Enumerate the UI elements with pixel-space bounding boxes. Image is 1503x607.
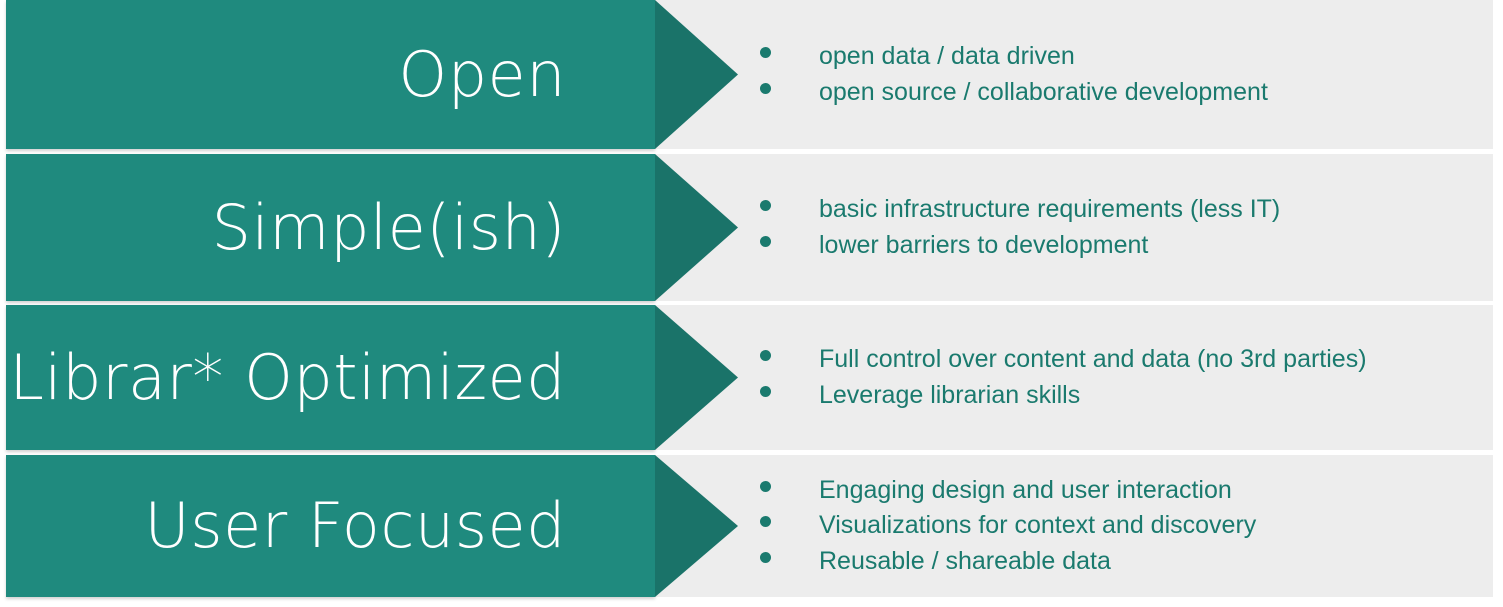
bullet-dot-icon [760, 350, 771, 361]
bullet-text: open data / data driven [819, 42, 1075, 70]
arrow-shape: User Focused [6, 455, 738, 597]
arrow-body [6, 455, 655, 597]
bullet-text: Leverage librarian skills [819, 380, 1081, 409]
bullet-dot-icon [760, 480, 771, 492]
arrow-body [6, 0, 655, 149]
chevron-row: Simple(ish) basic infrastructure requirem… [0, 154, 1503, 301]
bullet-text: lower barriers to development [819, 230, 1149, 259]
arrow-shape: Simple(ish) [6, 154, 738, 301]
bullet-item: open data / data driven [760, 39, 1075, 75]
bullet-item: Visualizations for context and discovery [760, 508, 1256, 544]
bullet-dot-icon [760, 551, 771, 563]
bullet-panel [655, 305, 1493, 450]
bullet-panel [655, 455, 1493, 597]
bullet-item: Engaging design and user interaction [760, 473, 1232, 509]
arrow-label: Open [398, 37, 566, 111]
chevron-row: Open open data / data driven open source /… [0, 0, 1503, 149]
bullet-item: Leverage librarian skills [760, 378, 1080, 414]
arrow-body [6, 305, 655, 450]
bullet-text: Engaging design and user interaction [819, 475, 1232, 504]
bullet-item: open source / collaborative development [760, 75, 1268, 111]
arrow-shape: Open [6, 0, 738, 149]
bullet-dot-icon [760, 200, 771, 211]
bullet-list: open data / data driven open source / col… [760, 0, 1493, 149]
bullet-text: Reusable / shareable data [819, 546, 1111, 575]
bullet-panel [655, 0, 1493, 149]
arrow-body [6, 154, 655, 301]
arrow-label: Librar* Optimized [9, 340, 566, 414]
arrow-head-triangle-icon [655, 305, 738, 450]
arrow-head-triangle-icon [655, 455, 738, 597]
bullet-text: open source / collaborative development [819, 77, 1268, 106]
bullet-item: Full control over content and data (no 3… [760, 342, 1367, 378]
bullet-dot-icon [760, 235, 771, 247]
bullet-dot-icon [760, 82, 771, 94]
bullet-list: Full control over content and data (no 3… [760, 305, 1493, 450]
bullet-item: lower barriers to development [760, 228, 1148, 264]
bullet-dot-icon [760, 516, 771, 528]
chevron-row: User Focused Engaging design and user int… [0, 455, 1503, 597]
bullet-text: basic infrastructure requirements (less … [819, 195, 1281, 223]
bullet-dot-icon [760, 385, 771, 397]
arrow-head-triangle-icon [655, 154, 738, 301]
chevron-row: Librar* Optimized Full control over conte… [0, 305, 1503, 450]
bullet-list: basic infrastructure requirements (less … [760, 154, 1493, 301]
bullet-text: Visualizations for context and discovery [819, 511, 1257, 540]
bullet-dot-icon [760, 47, 771, 58]
bullet-text: Full control over content and data (no 3… [819, 345, 1367, 373]
bullet-item: Reusable / shareable data [760, 544, 1111, 580]
arrow-head-triangle-icon [655, 0, 738, 149]
bullet-panel [655, 154, 1493, 301]
arrow-shape: Librar* Optimized [6, 305, 738, 450]
arrow-label: User Focused [144, 489, 566, 562]
bullet-item: basic infrastructure requirements (less … [760, 192, 1280, 228]
arrow-label: Simple(ish) [211, 190, 566, 264]
